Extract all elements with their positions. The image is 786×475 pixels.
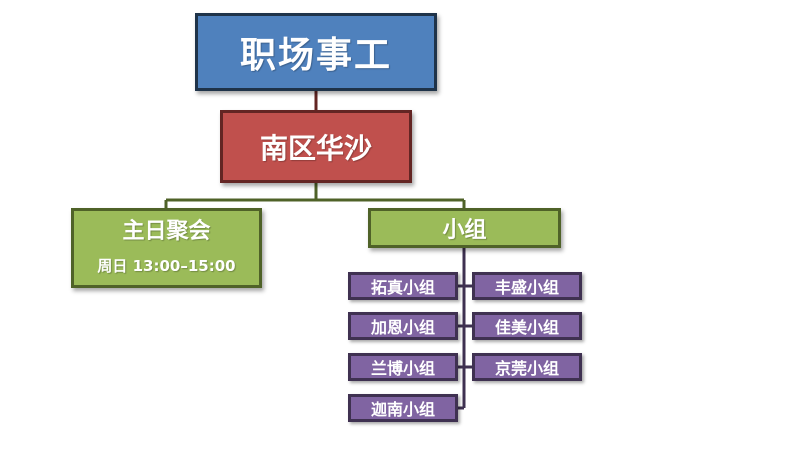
group-node-jingguan: 京莞小组 <box>472 353 582 381</box>
sunday-service-time: 周日 13:00–15:00 <box>97 257 236 275</box>
sunday-service-title: 主日聚会 <box>122 219 211 244</box>
groups-node: 小组 <box>368 208 561 248</box>
root-node: 职场事工 <box>195 13 437 91</box>
group-node-tuozhen: 拓真小组 <box>348 272 458 300</box>
group-label: 丰盛小组 <box>494 278 559 297</box>
group-node-jianan: 迦南小组 <box>348 394 458 422</box>
root-label: 职场事工 <box>239 35 392 76</box>
group-node-fengsheng: 丰盛小组 <box>472 272 582 300</box>
groups-label: 小组 <box>442 218 487 243</box>
group-label: 迦南小组 <box>370 400 435 419</box>
group-node-jiaen: 加恩小组 <box>348 312 458 340</box>
group-label: 兰博小组 <box>370 359 435 378</box>
region-label: 南区华沙 <box>259 131 372 165</box>
group-label: 加恩小组 <box>370 318 435 337</box>
group-label: 京莞小组 <box>494 359 559 378</box>
group-label: 佳美小组 <box>494 318 559 337</box>
group-node-jiamei: 佳美小组 <box>472 312 582 340</box>
group-label: 拓真小组 <box>370 278 435 297</box>
sunday-service-node: 主日聚会 周日 13:00–15:00 <box>71 208 262 288</box>
region-node: 南区华沙 <box>220 110 412 183</box>
group-node-lanbo: 兰博小组 <box>348 353 458 381</box>
